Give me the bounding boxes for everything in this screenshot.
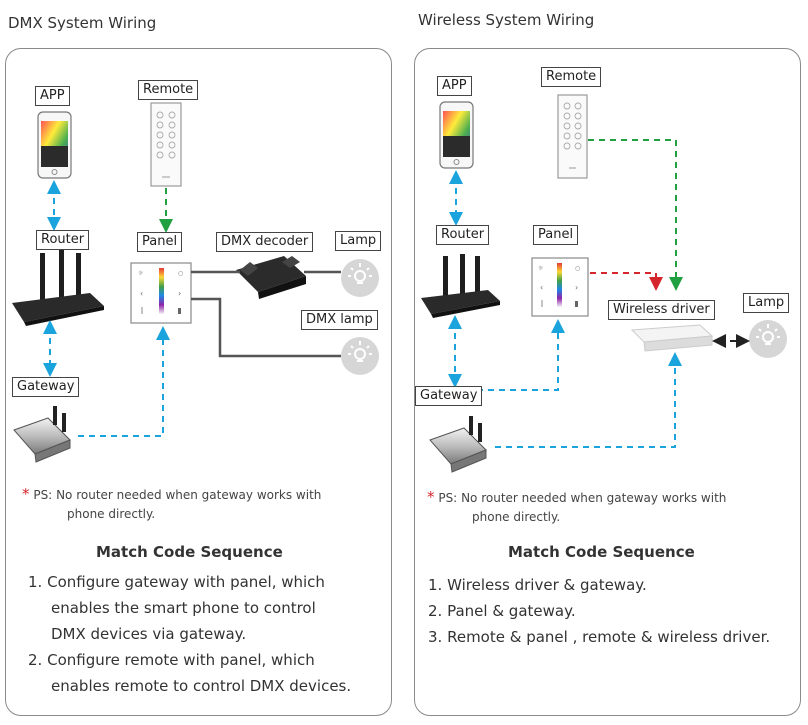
wireless-remote-icon xyxy=(557,94,588,179)
dmx-step-1-number: 1. xyxy=(28,573,43,591)
wireless-step-3-number: 3. xyxy=(428,628,443,646)
dmx-label-lamp: Lamp xyxy=(335,231,382,251)
wireless-lamp-icon xyxy=(749,320,787,358)
svg-text:›: › xyxy=(575,283,578,292)
dmx-remote-icon xyxy=(150,102,182,187)
dmx-ps-line1: No router needed when gateway works with xyxy=(56,488,322,502)
wireless-section-title: Wireless System Wiring xyxy=(418,11,595,29)
wireless-label-driver: Wireless driver xyxy=(608,300,715,320)
wireless-ps-line2: phone directly. xyxy=(472,510,561,524)
wireless-step-1-number: 1. xyxy=(428,576,443,594)
wireless-step-2: Panel & gateway. xyxy=(447,602,576,620)
wireless-phone-icon xyxy=(439,101,474,169)
wireless-gateway-icon xyxy=(429,416,487,473)
wireless-label-router: Router xyxy=(436,225,490,245)
dmx-step-1-line2: enables the smart phone to control xyxy=(51,599,316,617)
dmx-seq-list: 1. Configure gateway with panel, which e… xyxy=(28,569,388,699)
dmx-label-decoder: DMX decoder xyxy=(216,232,314,252)
dmx-gateway-panel-link xyxy=(78,326,170,437)
wireless-gateway-panel-link xyxy=(477,319,565,391)
wireless-router-icon xyxy=(421,254,500,318)
dmx-decoder-icon xyxy=(236,256,306,299)
dmx-step-2-line1: Configure remote with panel, which xyxy=(47,651,315,669)
dmx-section-title: DMX System Wiring xyxy=(8,14,157,32)
dmx-label-remote: Remote xyxy=(138,80,199,100)
wireless-ps-line1: No router needed when gateway works with xyxy=(461,491,727,505)
wireless-ps-note: * PS: No router needed when gateway work… xyxy=(427,488,793,527)
dmx-step-1-line3: DMX devices via gateway. xyxy=(51,625,247,643)
dmx-step-2-line2: enables remote to control DMX devices. xyxy=(51,677,352,695)
svg-text:‹: ‹ xyxy=(140,289,143,298)
wireless-step-1: Wireless driver & gateway. xyxy=(447,576,647,594)
wireless-panel-driver-link xyxy=(590,272,663,291)
dmx-ps-note: * PS: No router needed when gateway work… xyxy=(22,485,382,524)
wireless-label-panel: Panel xyxy=(533,225,579,245)
svg-text:›: › xyxy=(178,289,181,298)
wireless-seq-title: Match Code Sequence xyxy=(508,543,695,561)
wireless-label-app: APP xyxy=(437,76,472,96)
asterisk-icon: * xyxy=(427,488,435,506)
svg-text:‹: ‹ xyxy=(540,283,543,292)
wireless-panel-icon: ☼ ○ ‹ › xyxy=(531,257,589,317)
dmx-label-panel: Panel xyxy=(137,232,183,252)
wireless-seq-list: 1. Wireless driver & gateway. 2. Panel &… xyxy=(428,572,796,650)
wireless-diagram-panel xyxy=(414,48,801,716)
dmx-seq-title: Match Code Sequence xyxy=(96,543,283,561)
wireless-driver-icon xyxy=(630,324,714,352)
dmx-panel-icon: ☼ ○ ‹ › xyxy=(130,262,192,324)
dmx-lamp-2-icon xyxy=(341,337,379,375)
svg-text:☼: ☼ xyxy=(138,270,144,277)
dmx-phone-icon xyxy=(37,111,72,179)
dmx-label-router: Router xyxy=(36,230,90,250)
wireless-label-remote: Remote xyxy=(541,67,602,87)
wireless-ps-prefix: PS: xyxy=(438,491,458,505)
dmx-label-dmx-lamp: DMX lamp xyxy=(301,310,378,330)
dmx-wires xyxy=(191,270,341,358)
wireless-label-lamp: Lamp xyxy=(743,293,790,313)
dmx-ps-line2: phone directly. xyxy=(67,507,156,521)
wireless-label-gateway: Gateway xyxy=(415,386,483,406)
dmx-router-icon xyxy=(12,250,104,326)
wireless-remote-driver-link xyxy=(588,139,683,291)
wireless-gateway-driver-link xyxy=(495,352,682,448)
asterisk-icon: * xyxy=(22,485,30,503)
wireless-step-3: Remote & panel , remote & wireless drive… xyxy=(447,628,771,646)
dmx-gateway-icon xyxy=(13,406,71,463)
dmx-label-app: APP xyxy=(35,86,70,106)
svg-text:○: ○ xyxy=(178,270,183,277)
dmx-label-gateway: Gateway xyxy=(12,377,80,397)
dmx-step-2-number: 2. xyxy=(28,651,43,669)
dmx-step-1-line1: Configure gateway with panel, which xyxy=(47,573,325,591)
dmx-lamp-icon xyxy=(341,259,379,297)
wireless-step-2-number: 2. xyxy=(428,602,443,620)
svg-text:○: ○ xyxy=(575,265,580,272)
svg-text:☼: ☼ xyxy=(538,265,544,272)
dmx-ps-prefix: PS: xyxy=(33,488,53,502)
